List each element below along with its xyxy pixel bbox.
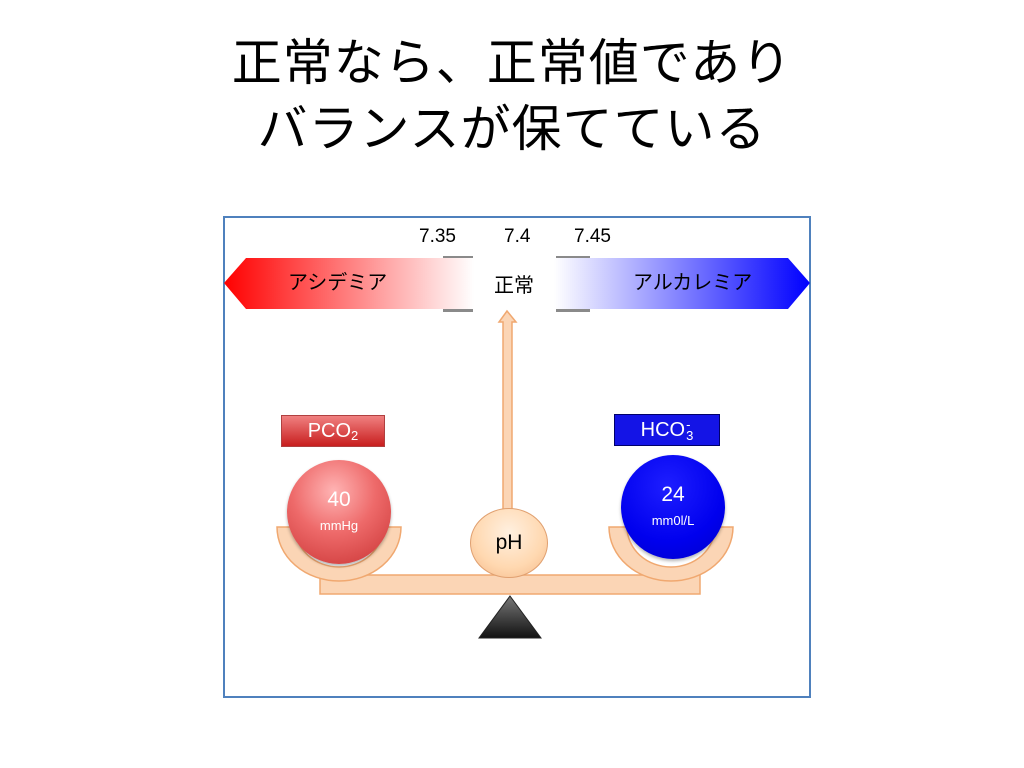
hco3-value: 24: [661, 483, 685, 506]
tick-label-7-45: 7.45: [574, 226, 611, 247]
pco2-value: 40: [327, 488, 351, 511]
slide-title: 正常なら、正常値であり バランスが保てている: [0, 30, 1024, 162]
normal-box: 正常: [474, 258, 554, 309]
tick-label-7-35: 7.35: [419, 226, 456, 247]
fulcrum-triangle: [478, 595, 542, 639]
pco2-unit: mmHg: [319, 518, 359, 533]
right-cradle: [608, 526, 734, 582]
pco2-ball: 40 mmHg: [287, 460, 391, 564]
ph-label: pH: [495, 531, 523, 554]
diagram-frame: [223, 216, 811, 698]
hco3-tag: HCO-3: [614, 414, 720, 446]
alkalemia-arrow: [554, 258, 810, 309]
pco2-tag-main: PCO: [307, 419, 352, 442]
normal-label: 正常: [494, 273, 534, 297]
acidemia-label: アシデミア: [288, 270, 388, 294]
alkalemia-label: アルカレミア: [633, 270, 753, 294]
left-cradle: [276, 526, 402, 582]
acidemia-arrow: [224, 258, 474, 309]
title-line-2: バランスが保てている: [257, 100, 767, 158]
hco3-tag-sup: -: [686, 417, 691, 432]
title-line-1: 正常なら、正常値であり: [231, 34, 793, 92]
hco3-tag-sub: 3: [686, 428, 694, 443]
tick-label-7-4: 7.4: [504, 226, 531, 247]
up-arrow: [497, 309, 518, 511]
pco2-tag-sub: 2: [351, 427, 359, 443]
ph-ball: pH: [470, 508, 548, 578]
hco3-ball: 24 mm0l/L: [621, 455, 725, 559]
hco3-tag-main: HCO: [640, 418, 686, 441]
hco3-unit: mm0l/L: [651, 513, 695, 528]
